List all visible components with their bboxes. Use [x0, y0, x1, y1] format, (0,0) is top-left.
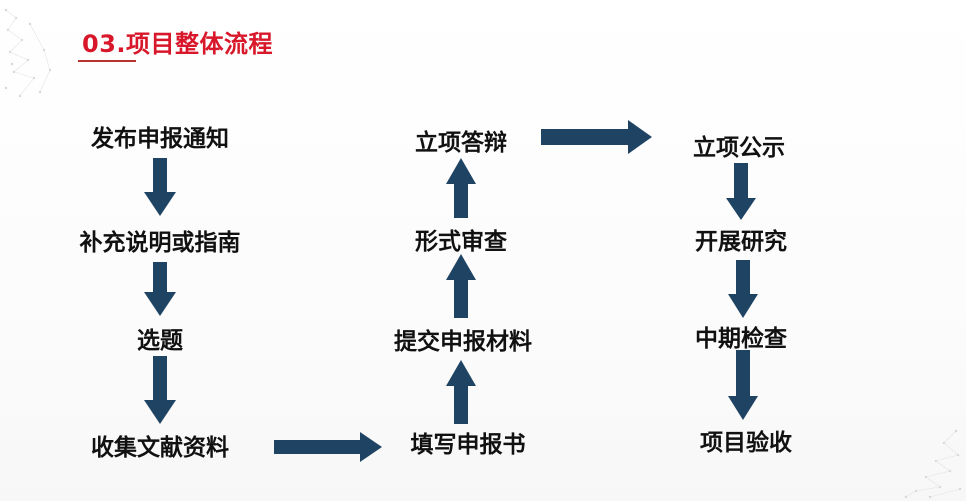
node-submit-materials: 提交申报材料 [394, 329, 532, 355]
node-collect-literature: 收集文献资料 [91, 435, 229, 461]
node-project-defense: 立项答辩 [415, 130, 507, 156]
arrow-down-right-3 [728, 350, 758, 420]
node-conduct-research: 开展研究 [695, 229, 787, 255]
arrow-down-right-2 [728, 260, 758, 318]
arrow-down-left-3 [144, 356, 176, 424]
arrow-right-bottom [274, 432, 382, 462]
arrow-right-top [541, 120, 652, 154]
slide-title: 03.项目整体流程 [82, 30, 274, 58]
node-midterm-check: 中期检查 [695, 326, 787, 352]
node-publish-notice: 发布申报通知 [91, 126, 229, 152]
arrow-down-right-1 [726, 163, 756, 220]
arrow-down-left-1 [144, 158, 176, 216]
node-project-publicity: 立项公示 [693, 135, 785, 161]
arrow-up-middle-1 [446, 360, 476, 424]
arrow-up-middle-2 [446, 254, 476, 318]
title-underline [78, 60, 136, 62]
arrow-down-left-2 [144, 262, 176, 316]
arrow-up-middle-3 [446, 158, 476, 218]
node-formal-review: 形式审查 [415, 229, 507, 255]
node-topic-selection: 选题 [137, 328, 183, 354]
node-project-acceptance: 项目验收 [700, 430, 792, 456]
node-fill-application: 填写申报书 [410, 432, 526, 458]
node-supplement-guide: 补充说明或指南 [79, 230, 241, 256]
